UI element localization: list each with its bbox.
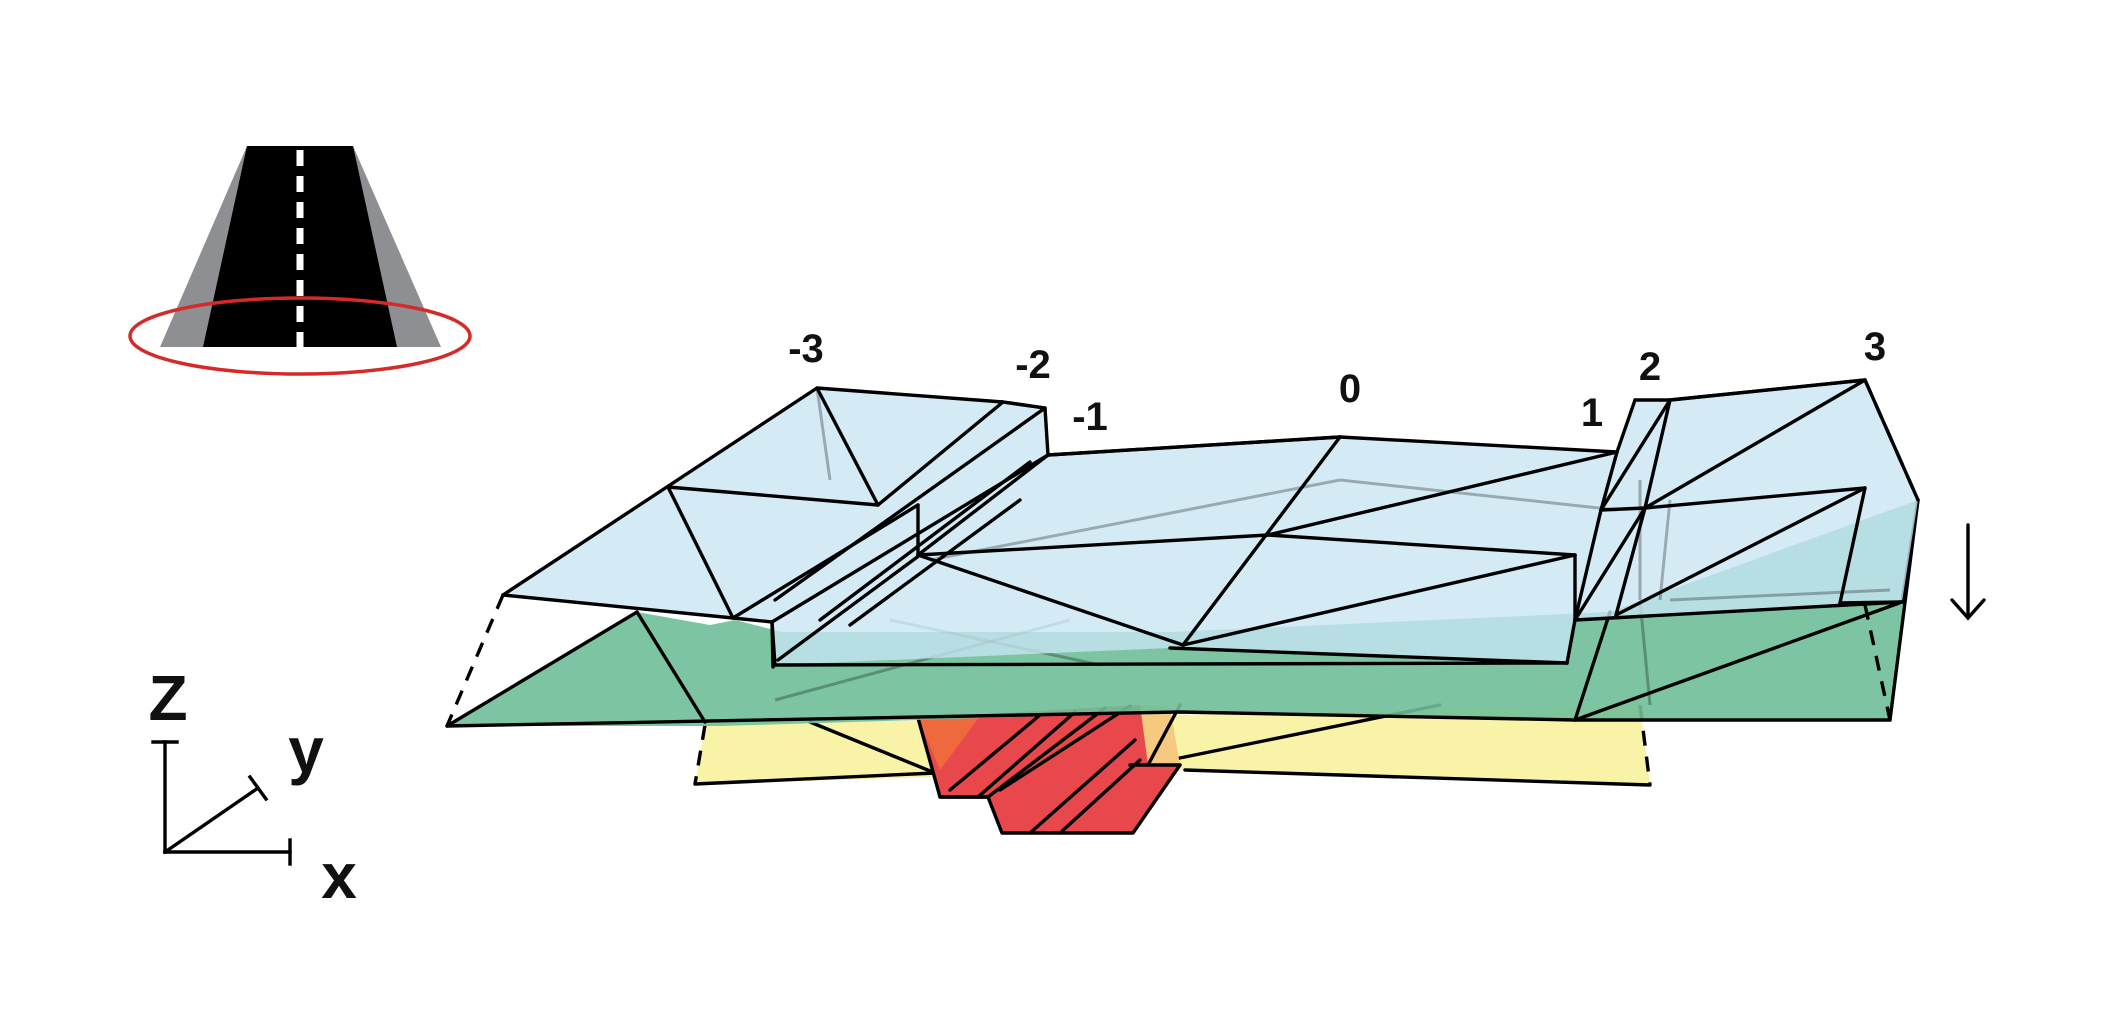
middle-layer — [445, 498, 1920, 728]
top-surface — [445, 378, 1920, 727]
node-label-2: 2 — [1639, 345, 1661, 389]
node-label-0: 0 — [1339, 367, 1361, 411]
core-block — [916, 703, 1182, 835]
node-label-3: 3 — [1864, 325, 1886, 369]
node-label-minus-2: -2 — [1015, 343, 1051, 387]
xyz-axes-icon — [151, 740, 292, 866]
highlight-ellipse — [128, 296, 472, 376]
axis-label-y: y — [288, 714, 324, 786]
axis-label-z: Z — [148, 662, 187, 734]
node-labels: -3 -2 -1 0 1 2 3 — [788, 325, 1886, 439]
node-label-minus-3: -3 — [788, 327, 824, 371]
down-arrow-icon — [1950, 523, 1986, 621]
road-cross-section-icon — [128, 146, 472, 376]
node-label-minus-1: -1 — [1072, 395, 1108, 439]
road-asphalt — [203, 146, 397, 347]
node-label-1: 1 — [1581, 391, 1603, 435]
axis-label-x: x — [321, 840, 357, 912]
